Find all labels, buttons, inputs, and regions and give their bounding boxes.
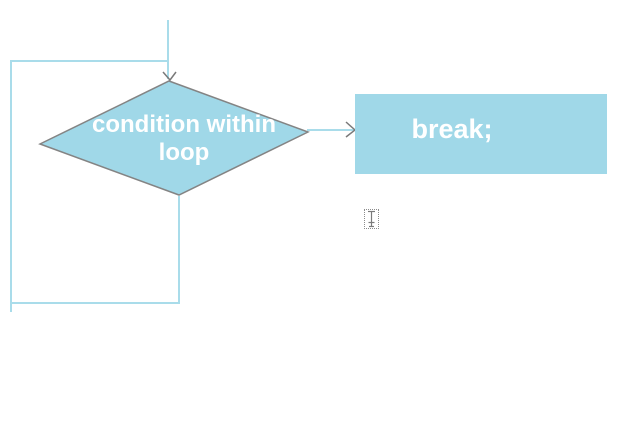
down-arrowhead-icon [162,71,177,82]
text-cursor-icon [368,210,375,228]
break-box-label: break; [411,114,493,144]
empty-text-placeholder[interactable] [364,209,379,229]
decision-diamond[interactable] [38,80,310,196]
break-process-box[interactable]: break; [355,94,607,174]
decision-diamond-label: condition within loop [92,111,276,166]
